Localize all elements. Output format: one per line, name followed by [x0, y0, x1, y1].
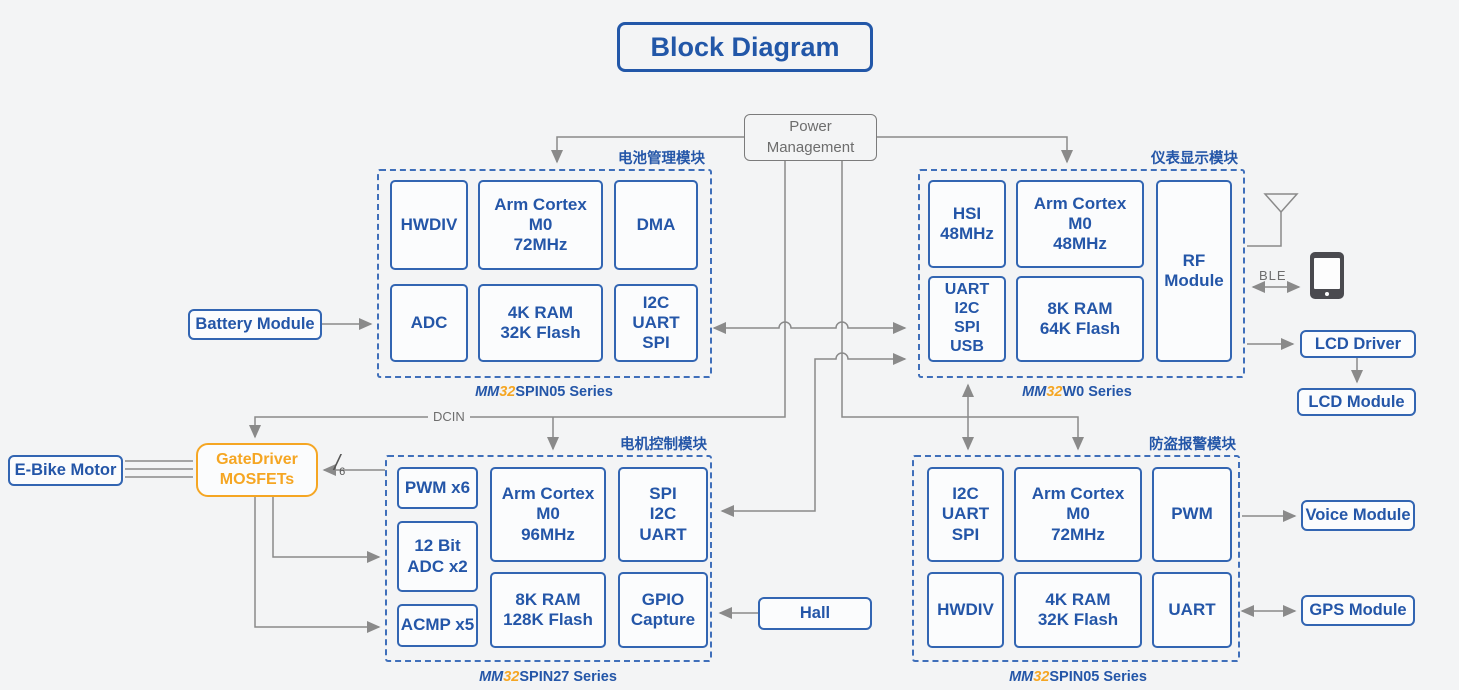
phone-icon [1310, 252, 1344, 299]
series-label-spin27: MM32SPIN27 Series [479, 669, 617, 685]
hall-box: Hall [758, 597, 872, 630]
bottom-strip [0, 690, 1459, 698]
ebike-motor-box: E-Bike Motor [8, 455, 123, 486]
block-dma: DMA [614, 180, 698, 270]
phone-screen [1314, 258, 1340, 289]
module-motor-control-title: 电机控制模块 [620, 437, 707, 453]
gatedriver-mosfets-box: GateDriver MOSFETs [196, 443, 318, 497]
antenna-icon [1247, 193, 1299, 247]
module-anti-theft-title: 防盗报警模块 [1149, 437, 1236, 453]
series-label-spin05-2: MM32SPIN05 Series [1009, 669, 1147, 685]
block-cortex-96mhz: Arm Cortex M0 96MHz [490, 467, 606, 562]
dcin-label: DCIN [428, 409, 470, 424]
block-pwm: PWM [1152, 467, 1232, 562]
block-adc: ADC [390, 284, 468, 362]
block-cortex-48mhz: Arm Cortex M0 48MHz [1016, 180, 1144, 268]
ble-label: BLE [1259, 268, 1287, 283]
module-instrument-display-title: 仪表显示模块 [1151, 151, 1238, 167]
series-label-w0: MM32W0 Series [1022, 384, 1132, 400]
block-spi-i2c-uart: SPI I2C UART [618, 467, 708, 562]
phone-home-dot [1325, 292, 1329, 296]
block-cortex-72mhz-1: Arm Cortex M0 72MHz [478, 180, 603, 270]
page-title: Block Diagram [617, 22, 873, 72]
lcd-module-box: LCD Module [1297, 388, 1416, 416]
power-management-box: Power Management [744, 114, 877, 161]
block-i2c-uart-spi-1: I2C UART SPI [614, 284, 698, 362]
module-battery-management-title: 电池管理模块 [618, 151, 705, 167]
block-uart-i2c-spi-usb: UART I2C SPI USB [928, 276, 1006, 362]
battery-module-box: Battery Module [188, 309, 322, 340]
six-lines-label: /6 [334, 450, 346, 478]
block-rf-module: RF Module [1156, 180, 1232, 362]
module-anti-theft [912, 455, 1240, 662]
block-i2c-uart-spi-2: I2C UART SPI [927, 467, 1004, 562]
block-hwdiv-1: HWDIV [390, 180, 468, 270]
block-gpio-capture: GPIO Capture [618, 572, 708, 648]
block-acmp-x5: ACMP x5 [397, 604, 478, 647]
block-pwm-x6: PWM x6 [397, 467, 478, 509]
block-cortex-72mhz-2: Arm Cortex M0 72MHz [1014, 467, 1142, 562]
module-battery-management [377, 169, 712, 378]
block-4kram-32kflash-2: 4K RAM 32K Flash [1014, 572, 1142, 648]
series-label-spin05-1: MM32SPIN05 Series [475, 384, 613, 400]
block-hwdiv-2: HWDIV [927, 572, 1004, 648]
block-8kram-128kflash: 8K RAM 128K Flash [490, 572, 606, 648]
lcd-driver-box: LCD Driver [1300, 330, 1416, 358]
voice-module-box: Voice Module [1301, 500, 1415, 531]
block-hsi-48mhz: HSI 48MHz [928, 180, 1006, 268]
gps-module-box: GPS Module [1301, 595, 1415, 626]
block-4kram-32kflash-1: 4K RAM 32K Flash [478, 284, 603, 362]
block-uart: UART [1152, 572, 1232, 648]
module-motor-control [385, 455, 712, 662]
block-12bit-adc-x2: 12 Bit ADC x2 [397, 521, 478, 592]
block-8kram-64kflash: 8K RAM 64K Flash [1016, 276, 1144, 362]
module-instrument-display [918, 169, 1245, 378]
